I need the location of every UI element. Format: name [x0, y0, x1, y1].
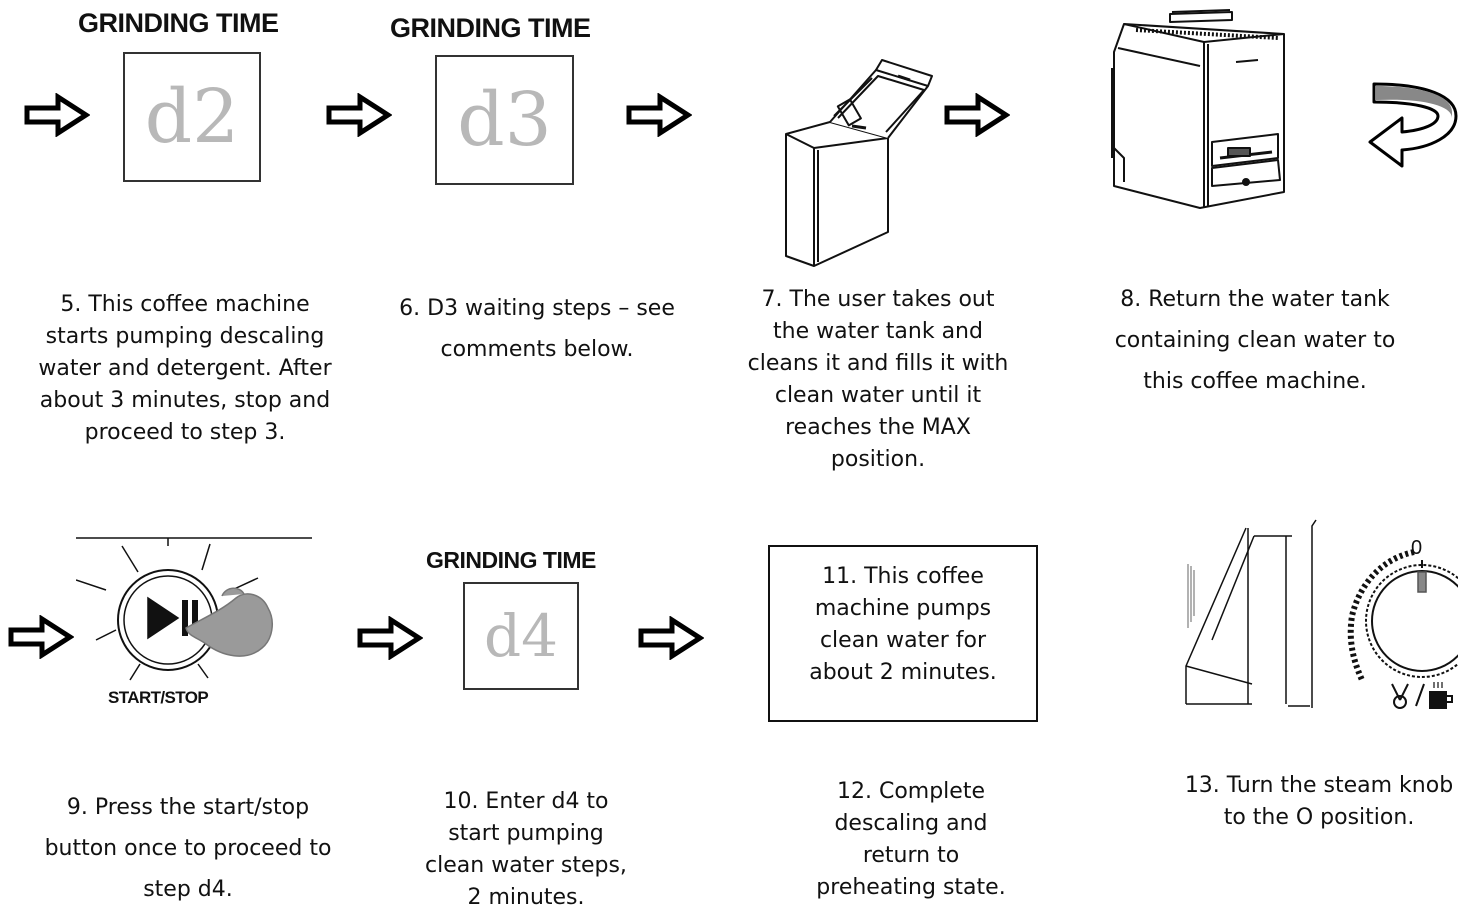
- step-8-caption: 8. Return the water tank containing clea…: [1114, 287, 1396, 394]
- display-code-d2: d2: [144, 74, 240, 160]
- step-6-caption: 6. D3 waiting steps – see comments below…: [399, 296, 675, 362]
- flow-arrow-icon: [24, 93, 90, 137]
- flow-arrow-icon: [357, 616, 423, 660]
- flow-arrow-icon: [626, 93, 692, 137]
- water-tank-illustration: [778, 56, 944, 276]
- step-12-caption: 12. Complete descaling and return to pre…: [816, 779, 1006, 900]
- flow-arrow-icon: [944, 93, 1010, 137]
- display-code-d3: d3: [457, 77, 552, 163]
- display-code-d4: d4: [483, 602, 559, 670]
- display-d4: d4: [463, 582, 579, 690]
- flow-arrow-icon: [8, 615, 74, 659]
- step-11-box: 11. This coffee machine pumps clean wate…: [768, 545, 1038, 722]
- flow-arrow-icon: [326, 93, 392, 137]
- step-11-text: 11. This coffee machine pumps clean wate…: [809, 564, 997, 685]
- start-stop-button-illustration: [75, 532, 312, 686]
- return-curve-arrow-icon: [1366, 78, 1462, 182]
- display-d2: d2: [123, 52, 261, 182]
- coffee-machine-illustration: [1108, 8, 1308, 218]
- step-10-caption: 10. Enter d4 to start pumping clean wate…: [425, 789, 627, 910]
- grinding-time-label-d3: GRINDING TIME: [390, 13, 591, 43]
- step-9-caption: 9. Press the start/stop button once to p…: [44, 795, 332, 902]
- step-5-caption: 5. This coffee machine starts pumping de…: [38, 292, 332, 445]
- flow-arrow-icon: [638, 616, 704, 660]
- knob-zero-label: 0: [1411, 537, 1423, 559]
- steam-knob-illustration: [1182, 516, 1478, 720]
- step-13-caption: 13. Turn the steam knob to the O positio…: [1184, 773, 1454, 830]
- step-7-caption: 7. The user takes out the water tank and…: [747, 287, 1009, 472]
- display-d3: d3: [435, 55, 574, 185]
- grinding-time-label-d2: GRINDING TIME: [78, 8, 279, 38]
- grinding-time-label-d4: GRINDING TIME: [426, 547, 596, 573]
- start-stop-label: START/STOP: [108, 688, 209, 707]
- steam-symbol-icon: [1388, 680, 1458, 714]
